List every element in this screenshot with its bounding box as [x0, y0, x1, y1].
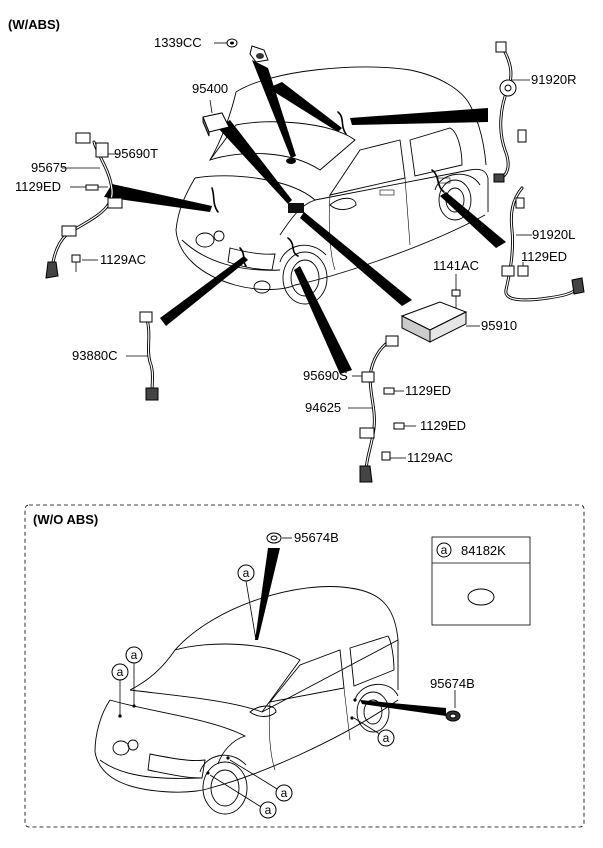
label-95400: 95400: [192, 81, 228, 96]
svg-text:a: a: [383, 731, 390, 745]
bolt-1129AC-left: [71, 254, 98, 272]
bolt-1129ED-left: [70, 184, 108, 191]
legend-key: a: [441, 543, 448, 557]
hole-plug-mark: [286, 158, 296, 164]
plug-oval-icon: [467, 588, 495, 606]
label-95674B-top: 95674B: [294, 530, 339, 545]
callout-a-2: a: [125, 646, 143, 664]
label-91920L: 91920L: [532, 227, 575, 242]
car-bottom-illustration: [94, 586, 399, 815]
leader-wedges-bottom: [255, 548, 446, 716]
svg-text:a: a: [243, 566, 250, 580]
bolt-1129AC-c: [381, 451, 406, 461]
callout-leaders: [119, 580, 387, 811]
label-1129ED-right: 1129ED: [521, 249, 567, 264]
legend-box: a 84182K: [431, 536, 531, 626]
svg-text:a: a: [117, 665, 124, 679]
bolt-1129ED-c2: [393, 422, 416, 430]
with-abs-heading: (W/ABS): [8, 17, 60, 32]
callout-a-5: a: [275, 784, 293, 802]
car-top-illustration: [175, 66, 489, 305]
svg-text:a: a: [281, 786, 288, 800]
leader-wedges-top: [104, 60, 506, 374]
module-95400: [202, 99, 230, 137]
callout-a-6: a: [259, 801, 277, 819]
module-mark: [288, 203, 304, 213]
bolt-1129ED-c1: [383, 387, 404, 395]
plug-1339CC: [214, 38, 269, 63]
module-95910: [400, 301, 480, 343]
label-95675: 95675: [31, 160, 67, 175]
harness-95675: [45, 132, 123, 279]
without-abs-heading: (W/O ABS): [33, 512, 98, 527]
legend-part: 84182K: [461, 543, 506, 558]
label-91920R: 91920R: [531, 72, 577, 87]
svg-text:a: a: [265, 803, 272, 817]
label-95910: 95910: [481, 318, 517, 333]
harness-91920L: [501, 186, 585, 302]
harness-94625: [348, 335, 399, 483]
label-95690S: 95690S: [303, 368, 348, 383]
bolt-1141AC: [451, 274, 461, 310]
svg-text:a: a: [131, 648, 138, 662]
callout-a-3: a: [111, 663, 129, 681]
label-95690T: 95690T: [114, 146, 158, 161]
bolt-1129ED-right: [517, 262, 529, 277]
without-abs-box: [24, 504, 585, 828]
harness-91920R: [493, 41, 530, 183]
label-95674B-right: 95674B: [430, 676, 475, 691]
label-94625: 94625: [305, 400, 341, 415]
plug-95674B-right: [445, 690, 461, 722]
label-1129ED-c2: 1129ED: [420, 418, 466, 433]
label-1129ED-left: 1129ED: [15, 179, 61, 194]
label-1129AC-left: 1129AC: [100, 252, 146, 267]
harness-93880C: [126, 311, 159, 401]
label-1339CC: 1339CC: [154, 35, 202, 50]
label-1129ED-c1: 1129ED: [405, 383, 451, 398]
label-1129AC-c: 1129AC: [407, 450, 453, 465]
plug-95674B-top: [266, 532, 292, 544]
legend-callout-a: [436, 542, 452, 558]
callout-a-4: a: [377, 729, 395, 747]
callout-a-1: a: [237, 564, 255, 582]
label-1141AC: 1141AC: [433, 258, 479, 273]
label-93880C: 93880C: [72, 348, 118, 363]
